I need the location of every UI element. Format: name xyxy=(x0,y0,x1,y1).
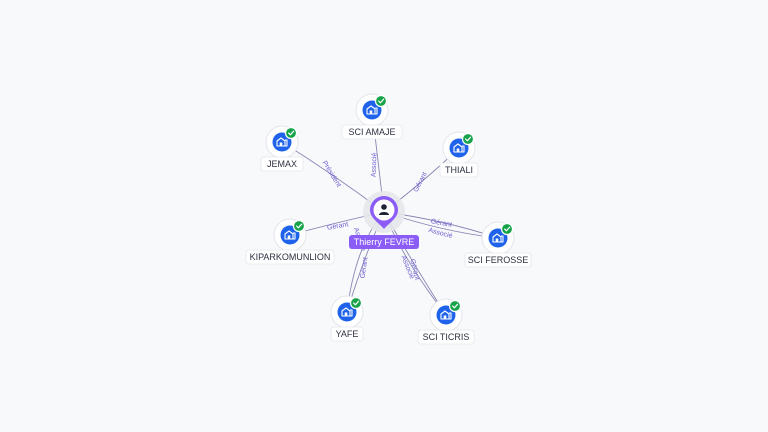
verified-check-icon xyxy=(461,132,475,146)
person-icon xyxy=(379,204,389,215)
node-label-bg xyxy=(417,329,475,345)
verified-check-icon xyxy=(349,296,363,310)
node-label-bg xyxy=(464,252,532,268)
company-name: KIPARKOMUNLION xyxy=(250,252,331,262)
company-node-sci-ticris[interactable]: SCI TICRIS xyxy=(417,298,475,345)
company-node-jemax[interactable]: JEMAX xyxy=(260,125,304,172)
node-label-bg xyxy=(260,156,304,172)
person-name: Thierry FEVRE xyxy=(354,237,415,247)
node-label-bg xyxy=(439,162,479,178)
company-node-yafe[interactable]: YAFE xyxy=(330,295,364,342)
edge-label: Gérant xyxy=(413,171,429,193)
edge-label: Associé xyxy=(428,227,454,240)
company-node-sci-amaje[interactable]: SCI AMAJE xyxy=(341,93,403,140)
company-name: SCI FEROSSE xyxy=(468,255,529,265)
company-name: JEMAX xyxy=(267,159,297,169)
edge-label: Gérant xyxy=(430,218,452,229)
verified-check-icon xyxy=(500,222,514,236)
company-name: SCI TICRIS xyxy=(423,332,470,342)
verified-check-icon xyxy=(284,126,298,140)
center-node[interactable]: Thierry FEVRE xyxy=(349,191,419,249)
edge-label: Président xyxy=(320,160,342,189)
node-label-bg xyxy=(341,124,403,140)
verified-check-icon xyxy=(292,219,306,233)
company-node-kiparkomunlion[interactable]: KIPARKOMUNLION xyxy=(245,218,335,265)
verified-check-icon xyxy=(448,299,462,313)
nodes-layer: SCI AMAJE JEMAX THIALI KIPARKOMUNLION SCI FE… xyxy=(245,93,532,345)
company-name: SCI AMAJE xyxy=(348,127,395,137)
edge-label: Associé xyxy=(371,152,379,177)
node-label-bg xyxy=(330,326,364,342)
company-name: YAFE xyxy=(336,329,359,339)
edge-label: Gérant xyxy=(327,221,349,232)
company-node-sci-ferosse[interactable]: SCI FEROSSE xyxy=(464,221,532,268)
company-name: THIALI xyxy=(445,165,473,175)
edge-label: Gérant xyxy=(360,257,370,279)
company-node-thiali[interactable]: THIALI xyxy=(439,131,479,178)
verified-check-icon xyxy=(374,94,388,108)
node-label-bg xyxy=(245,249,335,265)
center-label-bg xyxy=(349,235,419,249)
